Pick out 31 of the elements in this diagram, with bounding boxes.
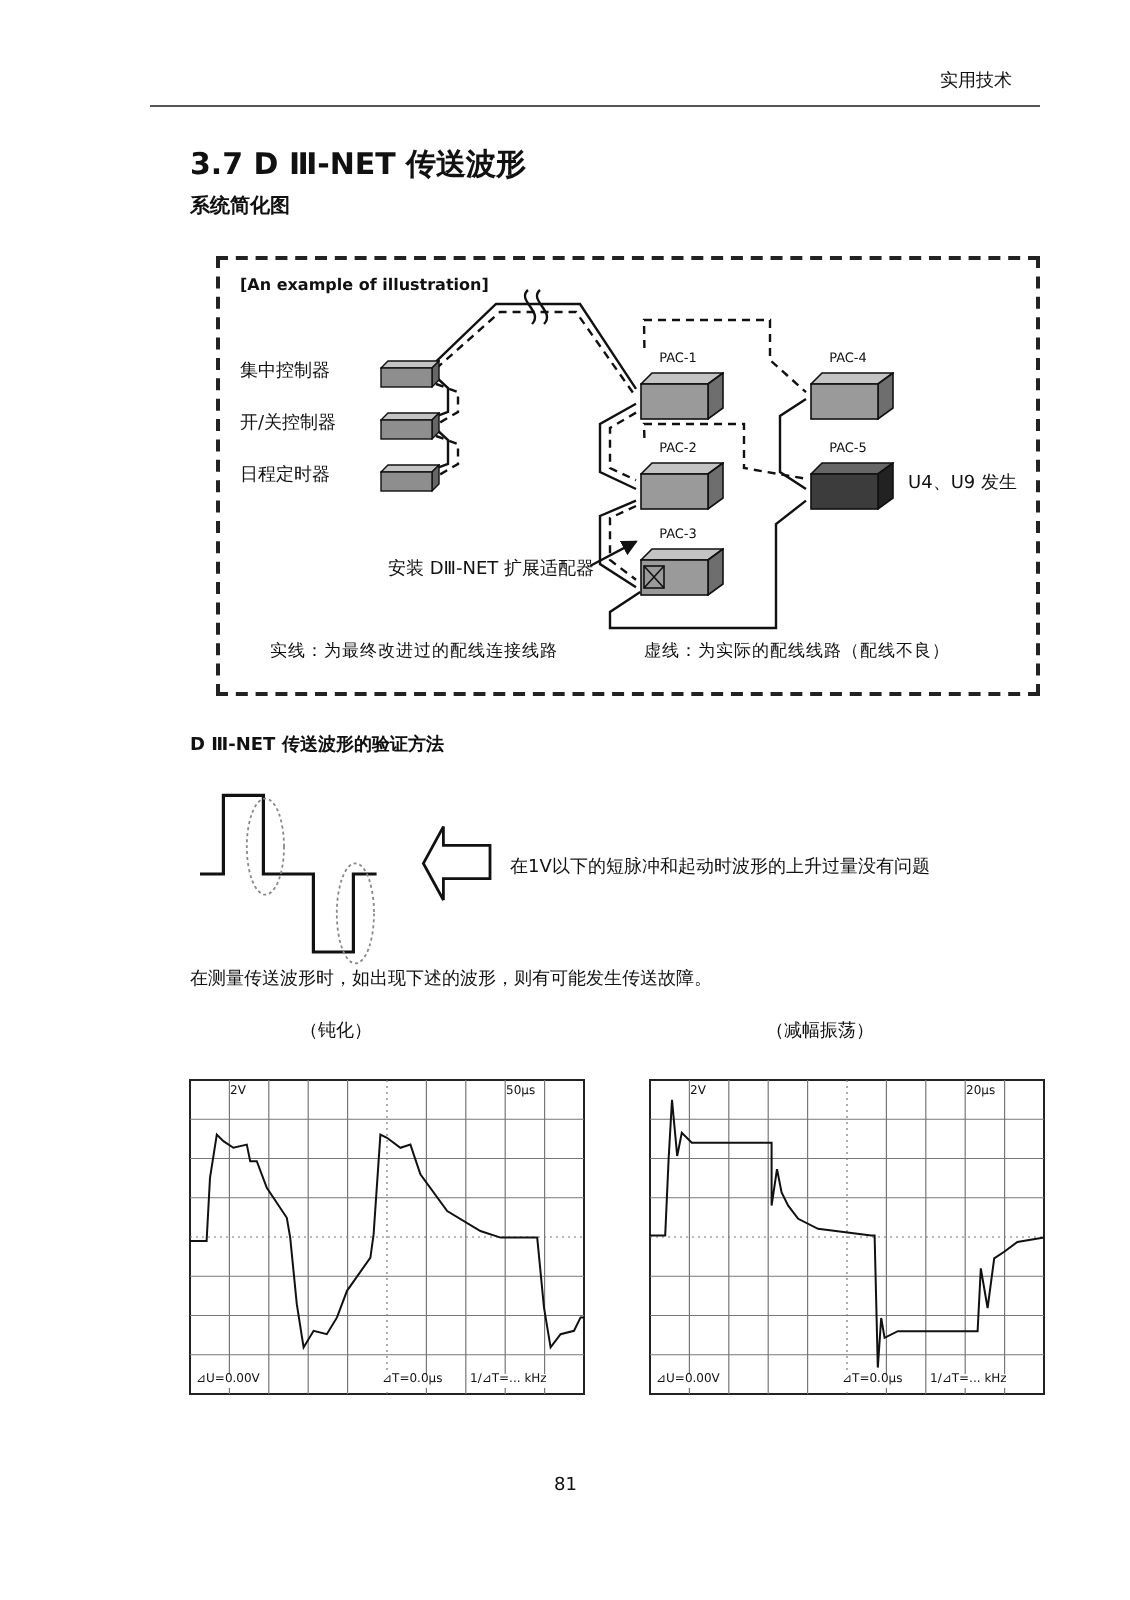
waveform-caption: （减幅振荡） (766, 1022, 874, 1043)
callout-text: 安装 DⅢ-NET 扩展适配器 (364, 556, 594, 584)
dashed-frame (216, 256, 1040, 696)
status-note: U4、U9 发生 (908, 474, 1017, 495)
page-number: 81 (554, 1476, 577, 1497)
dashed-wire (642, 422, 807, 480)
note-text: 实线：为最终改进过的配线连接线路 (270, 644, 558, 664)
wire (778, 398, 807, 490)
wire (598, 499, 637, 589)
dashed-wire (435, 382, 460, 426)
frame-heading: [An example of illustration] (240, 276, 489, 295)
section-subtitle: 系统简化图 (190, 196, 290, 219)
waveform-caption: （钝化） (300, 1022, 372, 1043)
wire (435, 376, 450, 418)
wire (608, 499, 807, 630)
note-text: 虚线：为实际的配线线路（配线不良） (644, 644, 950, 664)
arrow (589, 540, 638, 568)
section-subtitle: D Ⅲ-NET 传送波形的验证方法 (190, 736, 444, 757)
dashed-wire (642, 318, 807, 394)
description-text: 在1V以下的短脉冲和起动时波形的上升过量没有问题 (510, 858, 930, 879)
dashed-wire (608, 504, 637, 581)
dashed-wire (435, 434, 460, 478)
controller-label: 集中控制器 (240, 362, 330, 383)
controller-label: 日程定时器 (240, 466, 330, 487)
section-title: 3.7 D Ⅲ-NET 传送波形 (190, 148, 527, 183)
description-text: 在测量传送波形时，如出现下述的波形，则有可能发生传送故障。 (190, 970, 712, 991)
header-text: 实用技术 (940, 72, 1012, 93)
wire (598, 402, 637, 491)
wire (435, 428, 450, 470)
controller-label: 开/关控制器 (240, 414, 337, 435)
dashed-wire (608, 411, 637, 482)
